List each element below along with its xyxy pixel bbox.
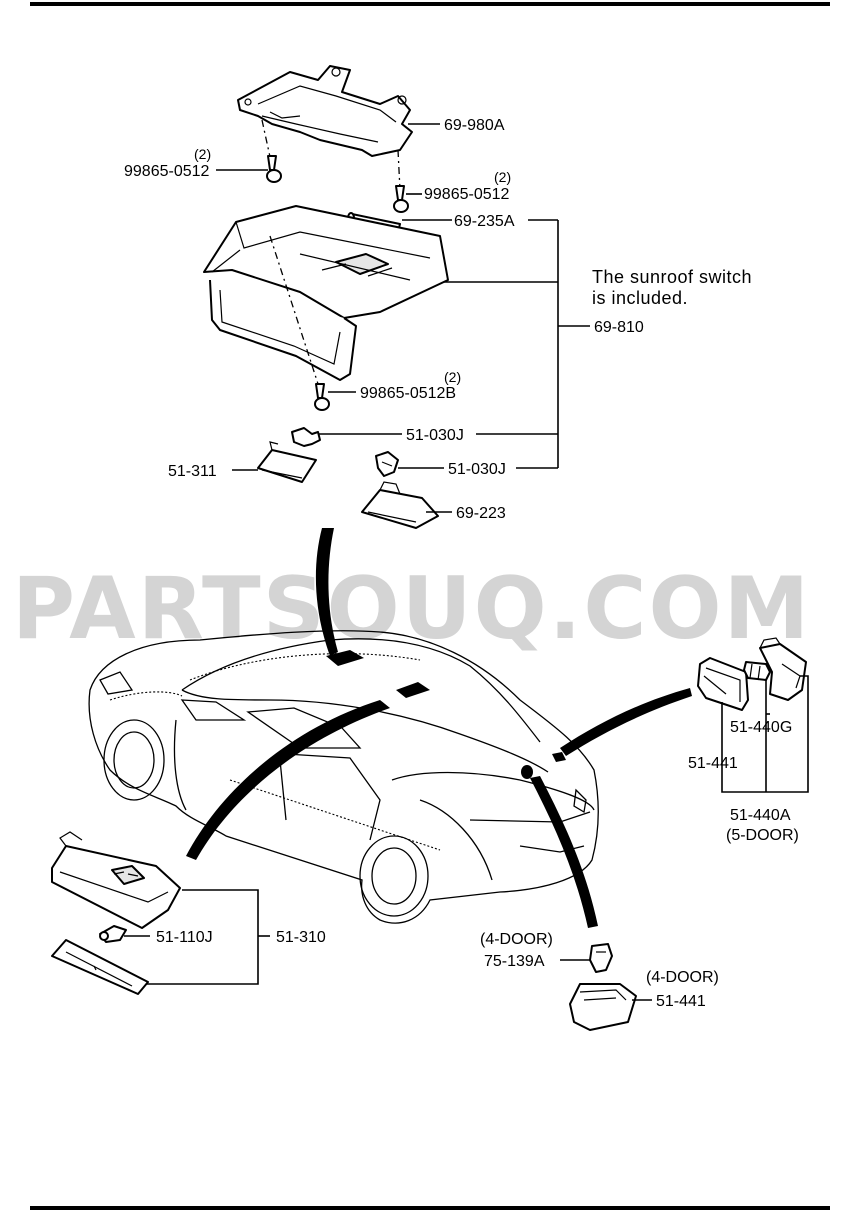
label-51-311[interactable]: 51-311 [168,463,217,480]
label-69-980A[interactable]: 69-980A [444,117,505,134]
label-51-030J-a[interactable]: 51-030J [406,427,464,444]
roof-marker-rear [396,682,430,698]
bulb-75-139A[interactable] [589,943,613,973]
swoosh-trunk-lamp [530,776,598,928]
vehicle-outline [88,630,599,924]
label-99865-0512-left[interactable]: 99865-0512 [124,163,210,180]
cargo-lamp-51-441[interactable] [697,657,749,711]
trunk-lamp-marker [521,765,533,779]
label-51-110J[interactable]: 51-110J [156,929,213,946]
swoosh-front-console [315,528,338,656]
socket-51-440A[interactable] [759,637,807,701]
label-99865-0512-right[interactable]: 99865-0512 [424,186,510,203]
leaders-upper [216,123,590,513]
label-51-441-bottom[interactable]: 51-441 [656,993,706,1010]
bracket-69-980A[interactable] [237,65,413,157]
roof-marker-front [326,650,364,666]
leaders-trunk-lamp [560,959,652,1001]
label-51-310[interactable]: 51-310 [276,929,326,946]
bottom-border [30,1206,830,1210]
overhead-console-69-810[interactable] [203,205,449,381]
label-69-235A[interactable]: 69-235A [454,213,515,230]
label-51-440G[interactable]: 51-440G [730,719,792,736]
label-51-441-right[interactable]: 51-441 [688,755,738,772]
label-qty-0512-right: (2) [494,169,511,185]
label-51-440A[interactable]: 51-440A [730,807,791,824]
swoosh-cargo-lamp [560,688,692,756]
label-5-door: (5-DOOR) [726,827,799,844]
label-69-223[interactable]: 69-223 [456,505,506,522]
map-lamp-51-310[interactable] [51,831,181,929]
note-line-2: is included. [592,288,688,308]
lens-69-223[interactable] [361,481,439,529]
label-69-810[interactable]: 69-810 [594,319,644,336]
leaders-map-lamp [124,889,270,985]
watermark: PARTSOUQ.COM [12,559,811,659]
lens-51-310[interactable] [51,939,149,995]
label-99865-0512B[interactable]: 99865-0512B [360,385,456,402]
bulb-51-110J[interactable] [99,925,127,943]
bulb-51-440G[interactable] [743,661,771,681]
trunk-lamp-51-441[interactable] [569,983,637,1031]
bulb-51-030J-b[interactable] [375,451,399,477]
label-75-139A[interactable]: 75-139A [484,953,545,970]
bulb-51-030J-a[interactable] [291,427,321,447]
screw-0512B[interactable] [314,383,330,411]
label-qty-0512-left: (2) [194,146,211,162]
note-line-1: The sunroof switch [592,267,752,287]
lens-51-311[interactable] [257,441,317,483]
top-border [30,2,830,6]
label-4-door-bulb: (4-DOOR) [480,931,553,948]
swoosh-rear-console [186,700,390,860]
screw-right[interactable] [393,185,409,213]
leaders-cargo-lamp [721,675,809,793]
screw-left[interactable] [266,155,282,183]
label-qty-0512B: (2) [444,369,461,385]
cargo-lamp-marker [552,752,566,762]
label-51-030J-b[interactable]: 51-030J [448,461,506,478]
label-4-door-lamp: (4-DOOR) [646,969,719,986]
